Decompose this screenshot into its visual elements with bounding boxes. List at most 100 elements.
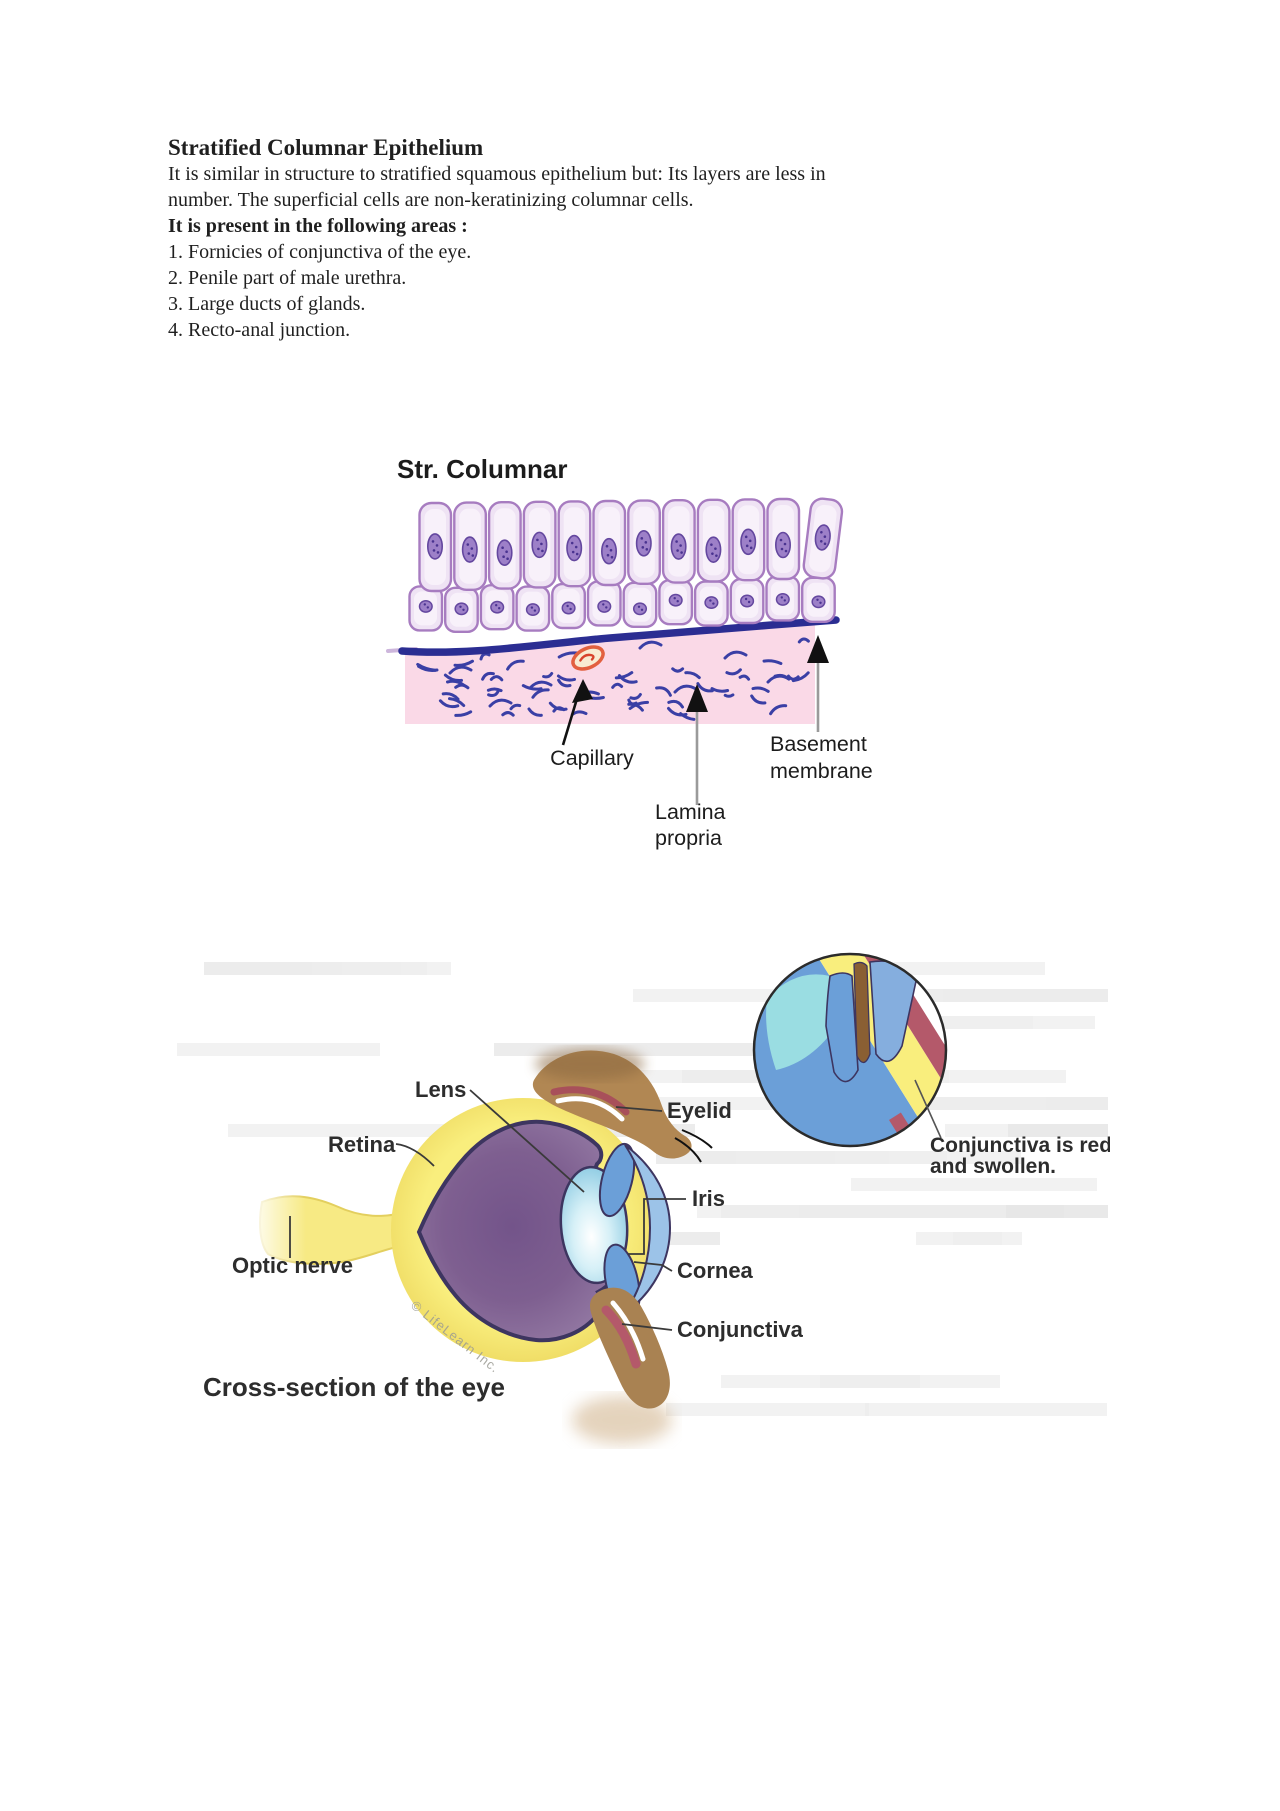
cell-nucleus (668, 593, 683, 607)
eyelash (681, 1129, 713, 1149)
cell-nucleus (561, 601, 576, 615)
cell-nucleus (490, 600, 505, 614)
lamina-propria-arrow (686, 684, 708, 805)
cell-nucleus (525, 603, 540, 617)
columnar-cell (661, 498, 696, 584)
cell-nucleus (461, 536, 478, 563)
eye-figure: Lens Retina Optic nerve Eyelid Iris Corn… (170, 830, 1112, 1450)
cell-nucleus (597, 599, 612, 613)
cuboidal-cell (515, 585, 551, 632)
connective-tissue-dashes (416, 637, 810, 721)
cell-nucleus (427, 533, 444, 560)
cell-nucleus (775, 592, 790, 606)
cornea-leader (633, 1261, 663, 1266)
cuboidal-cell (658, 578, 694, 626)
columnar-cell (418, 501, 453, 593)
cell-nucleus (811, 595, 826, 609)
conjunctiva-label: Conjunctiva (677, 1317, 804, 1342)
basement-membrane-label-line2: membrane (770, 759, 873, 783)
capillary-label: Capillary (550, 746, 634, 770)
retina-label: Retina (328, 1132, 396, 1157)
cuboidal-cell-row (408, 575, 836, 634)
iris-upper-petal (598, 1142, 636, 1218)
list-item: 2. Penile part of male urethra. (168, 267, 407, 289)
eyelid-label: Eyelid (667, 1098, 732, 1123)
cell-nucleus (600, 537, 617, 565)
lower-eyelid-shape (572, 1287, 672, 1444)
cuboidal-cell (801, 576, 836, 624)
columnar-cell (627, 499, 661, 585)
cell-nucleus (704, 596, 719, 610)
columnar-cell (557, 500, 592, 588)
inset-iris-fold (825, 972, 859, 1083)
document-text: Stratified Columnar Epithelium It is sim… (168, 134, 998, 343)
leader-lines (289, 1089, 686, 1331)
cell-nucleus (740, 594, 755, 608)
lens-label: Lens (415, 1077, 466, 1102)
cell-nucleus (632, 602, 648, 616)
intro-line-2: number. The superficial cells are non-ke… (168, 189, 694, 211)
inset-caption-line1: Conjunctiva is red (930, 1134, 1110, 1157)
lens-leader (469, 1089, 585, 1193)
cuboidal-cell (551, 582, 587, 630)
cornea-leader (661, 1264, 673, 1272)
eye-diagram: Lens Retina Optic nerve Eyelid Iris Corn… (177, 952, 1112, 1444)
cell-nucleus (418, 599, 433, 613)
upper-eyelid-shape (532, 1048, 713, 1163)
columnar-cell (766, 497, 801, 581)
cuboidal-cell (586, 580, 622, 627)
columnar-cell (487, 500, 522, 590)
eyelid-leader (615, 1106, 663, 1112)
retina-leader (395, 1143, 435, 1167)
eyelash (674, 1137, 702, 1163)
cell-nucleus (740, 528, 757, 556)
lamina-propria-label-line1: Lamina (655, 800, 726, 824)
cell-nucleus (496, 539, 513, 567)
optic-nerve-label: Optic nerve (232, 1253, 353, 1278)
cell-nucleus (454, 602, 469, 616)
iris-leader (628, 1198, 686, 1255)
cell-nucleus (814, 524, 831, 551)
basement-membrane-arrow (807, 635, 829, 732)
cuboidal-cell (693, 580, 729, 627)
cell-nucleus (531, 531, 548, 559)
cuboidal-cell (729, 577, 765, 625)
columnar-cell (522, 500, 557, 589)
basement-membrane-label-line1: Basement (770, 732, 867, 756)
cell-nucleus (670, 533, 687, 560)
capillary-vessel (571, 645, 605, 671)
lamina-propria-label-line2: propria (655, 826, 722, 850)
cell-nucleus (705, 536, 722, 563)
columnar-cell (453, 501, 488, 591)
tissue-figure: Str. Columnar (330, 430, 890, 880)
basement-membrane-line (398, 616, 840, 656)
columnar-cell (731, 498, 766, 582)
columnar-cell (696, 498, 731, 583)
cuboidal-cell (765, 575, 801, 622)
inset-caption-line2: and swollen. (930, 1155, 1056, 1178)
areas-subheading: It is present in the following areas : (168, 215, 468, 237)
cornea-label: Cornea (677, 1258, 754, 1283)
iris-label: Iris (692, 1186, 725, 1211)
list-item: 4. Recto-anal junction. (168, 319, 351, 341)
cuboidal-cell (408, 585, 444, 632)
tissue-figure-title: Str. Columnar (397, 454, 567, 484)
inset-leader-line (914, 1079, 942, 1139)
intro-line-1: It is similar in structure to stratified… (168, 163, 826, 185)
capillary-arrow (561, 679, 593, 746)
inset-cornea-wedge (766, 974, 838, 1070)
cuboidal-cell (622, 581, 658, 629)
columnar-cell (592, 499, 627, 587)
conjunctivitis-inset (752, 952, 948, 1148)
cell-nucleus (635, 530, 652, 557)
tissue-diagram: Str. Columnar (386, 454, 873, 850)
columnar-cell (802, 497, 844, 580)
inset-fold-slit (853, 961, 871, 1064)
cuboidal-cell (443, 586, 479, 634)
page-title: Stratified Columnar Epithelium (168, 135, 484, 160)
conjunctiva-leader (621, 1323, 673, 1331)
cell-nucleus (566, 534, 583, 562)
cell-nucleus (774, 531, 791, 559)
list-item: 3. Large ducts of glands. (168, 293, 366, 315)
